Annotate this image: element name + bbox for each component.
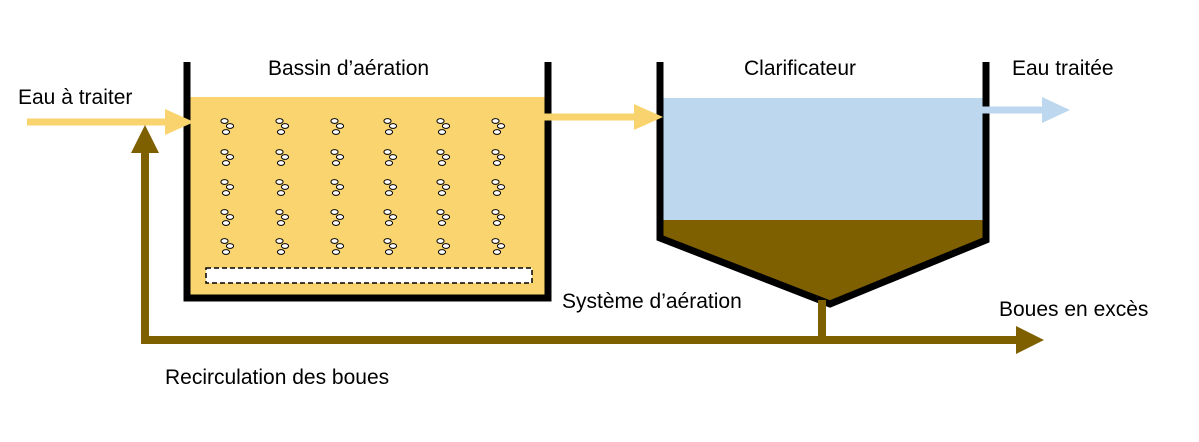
output-flow-arrowhead — [1042, 97, 1070, 123]
excess-sludge-label: Boues en excès — [999, 298, 1148, 321]
input-label: Eau à traiter — [18, 86, 132, 109]
input-flow-arrowhead — [165, 109, 194, 135]
transfer-flow-arrowhead — [634, 104, 663, 130]
aeration-tank-liquid — [189, 97, 546, 298]
output-label: Eau traitée — [1012, 57, 1114, 80]
aeration-system-label: Système d’aération — [562, 290, 742, 313]
aeration-system-diffuser — [205, 267, 533, 284]
recirculation-label: Recirculation des boues — [165, 366, 389, 389]
clarifier-walls — [656, 62, 990, 308]
clarifier-label: Clarificateur — [744, 57, 856, 80]
recirculation-arrowhead — [131, 125, 159, 153]
aeration-tank-label: Bassin d’aération — [268, 57, 429, 80]
clarifier-sludge-layer — [660, 220, 986, 304]
aeration-tank-walls — [183, 62, 552, 302]
clarifier-water — [660, 98, 986, 220]
excess-sludge-arrowhead — [1016, 326, 1044, 354]
